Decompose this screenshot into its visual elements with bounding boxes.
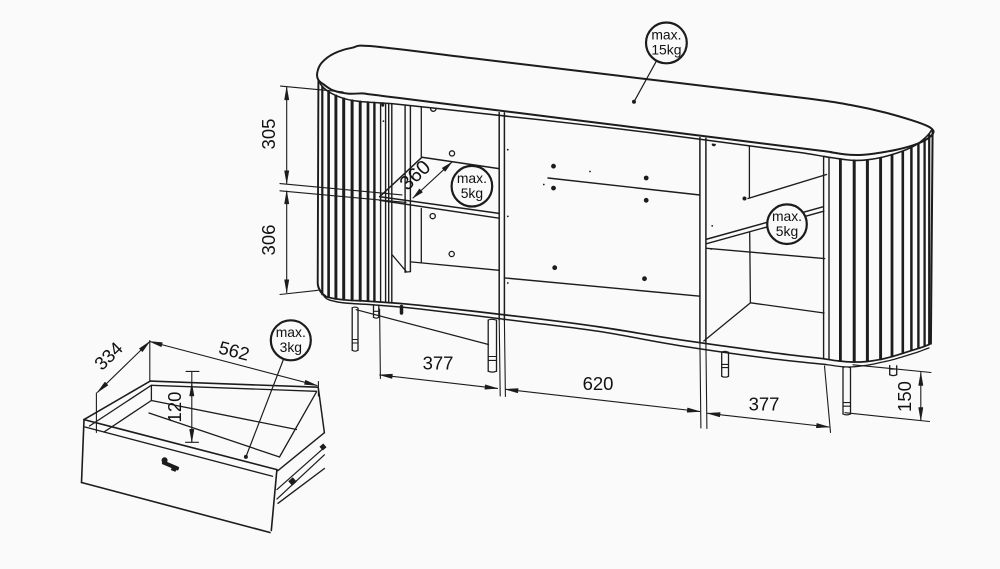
svg-text:120: 120 [164,392,185,423]
svg-text:max.: max. [276,324,306,340]
svg-text:5kg: 5kg [461,185,483,201]
svg-text:620: 620 [583,373,614,394]
svg-text:3kg: 3kg [280,339,302,355]
svg-text:305: 305 [258,119,279,150]
svg-text:306: 306 [258,225,279,256]
svg-text:max.: max. [651,27,681,43]
svg-text:377: 377 [749,394,780,415]
svg-text:377: 377 [423,353,454,374]
svg-text:max.: max. [457,170,487,186]
svg-text:150: 150 [894,381,915,412]
svg-text:15kg: 15kg [651,42,681,58]
svg-text:5kg: 5kg [776,223,798,239]
svg-text:max.: max. [772,208,802,224]
